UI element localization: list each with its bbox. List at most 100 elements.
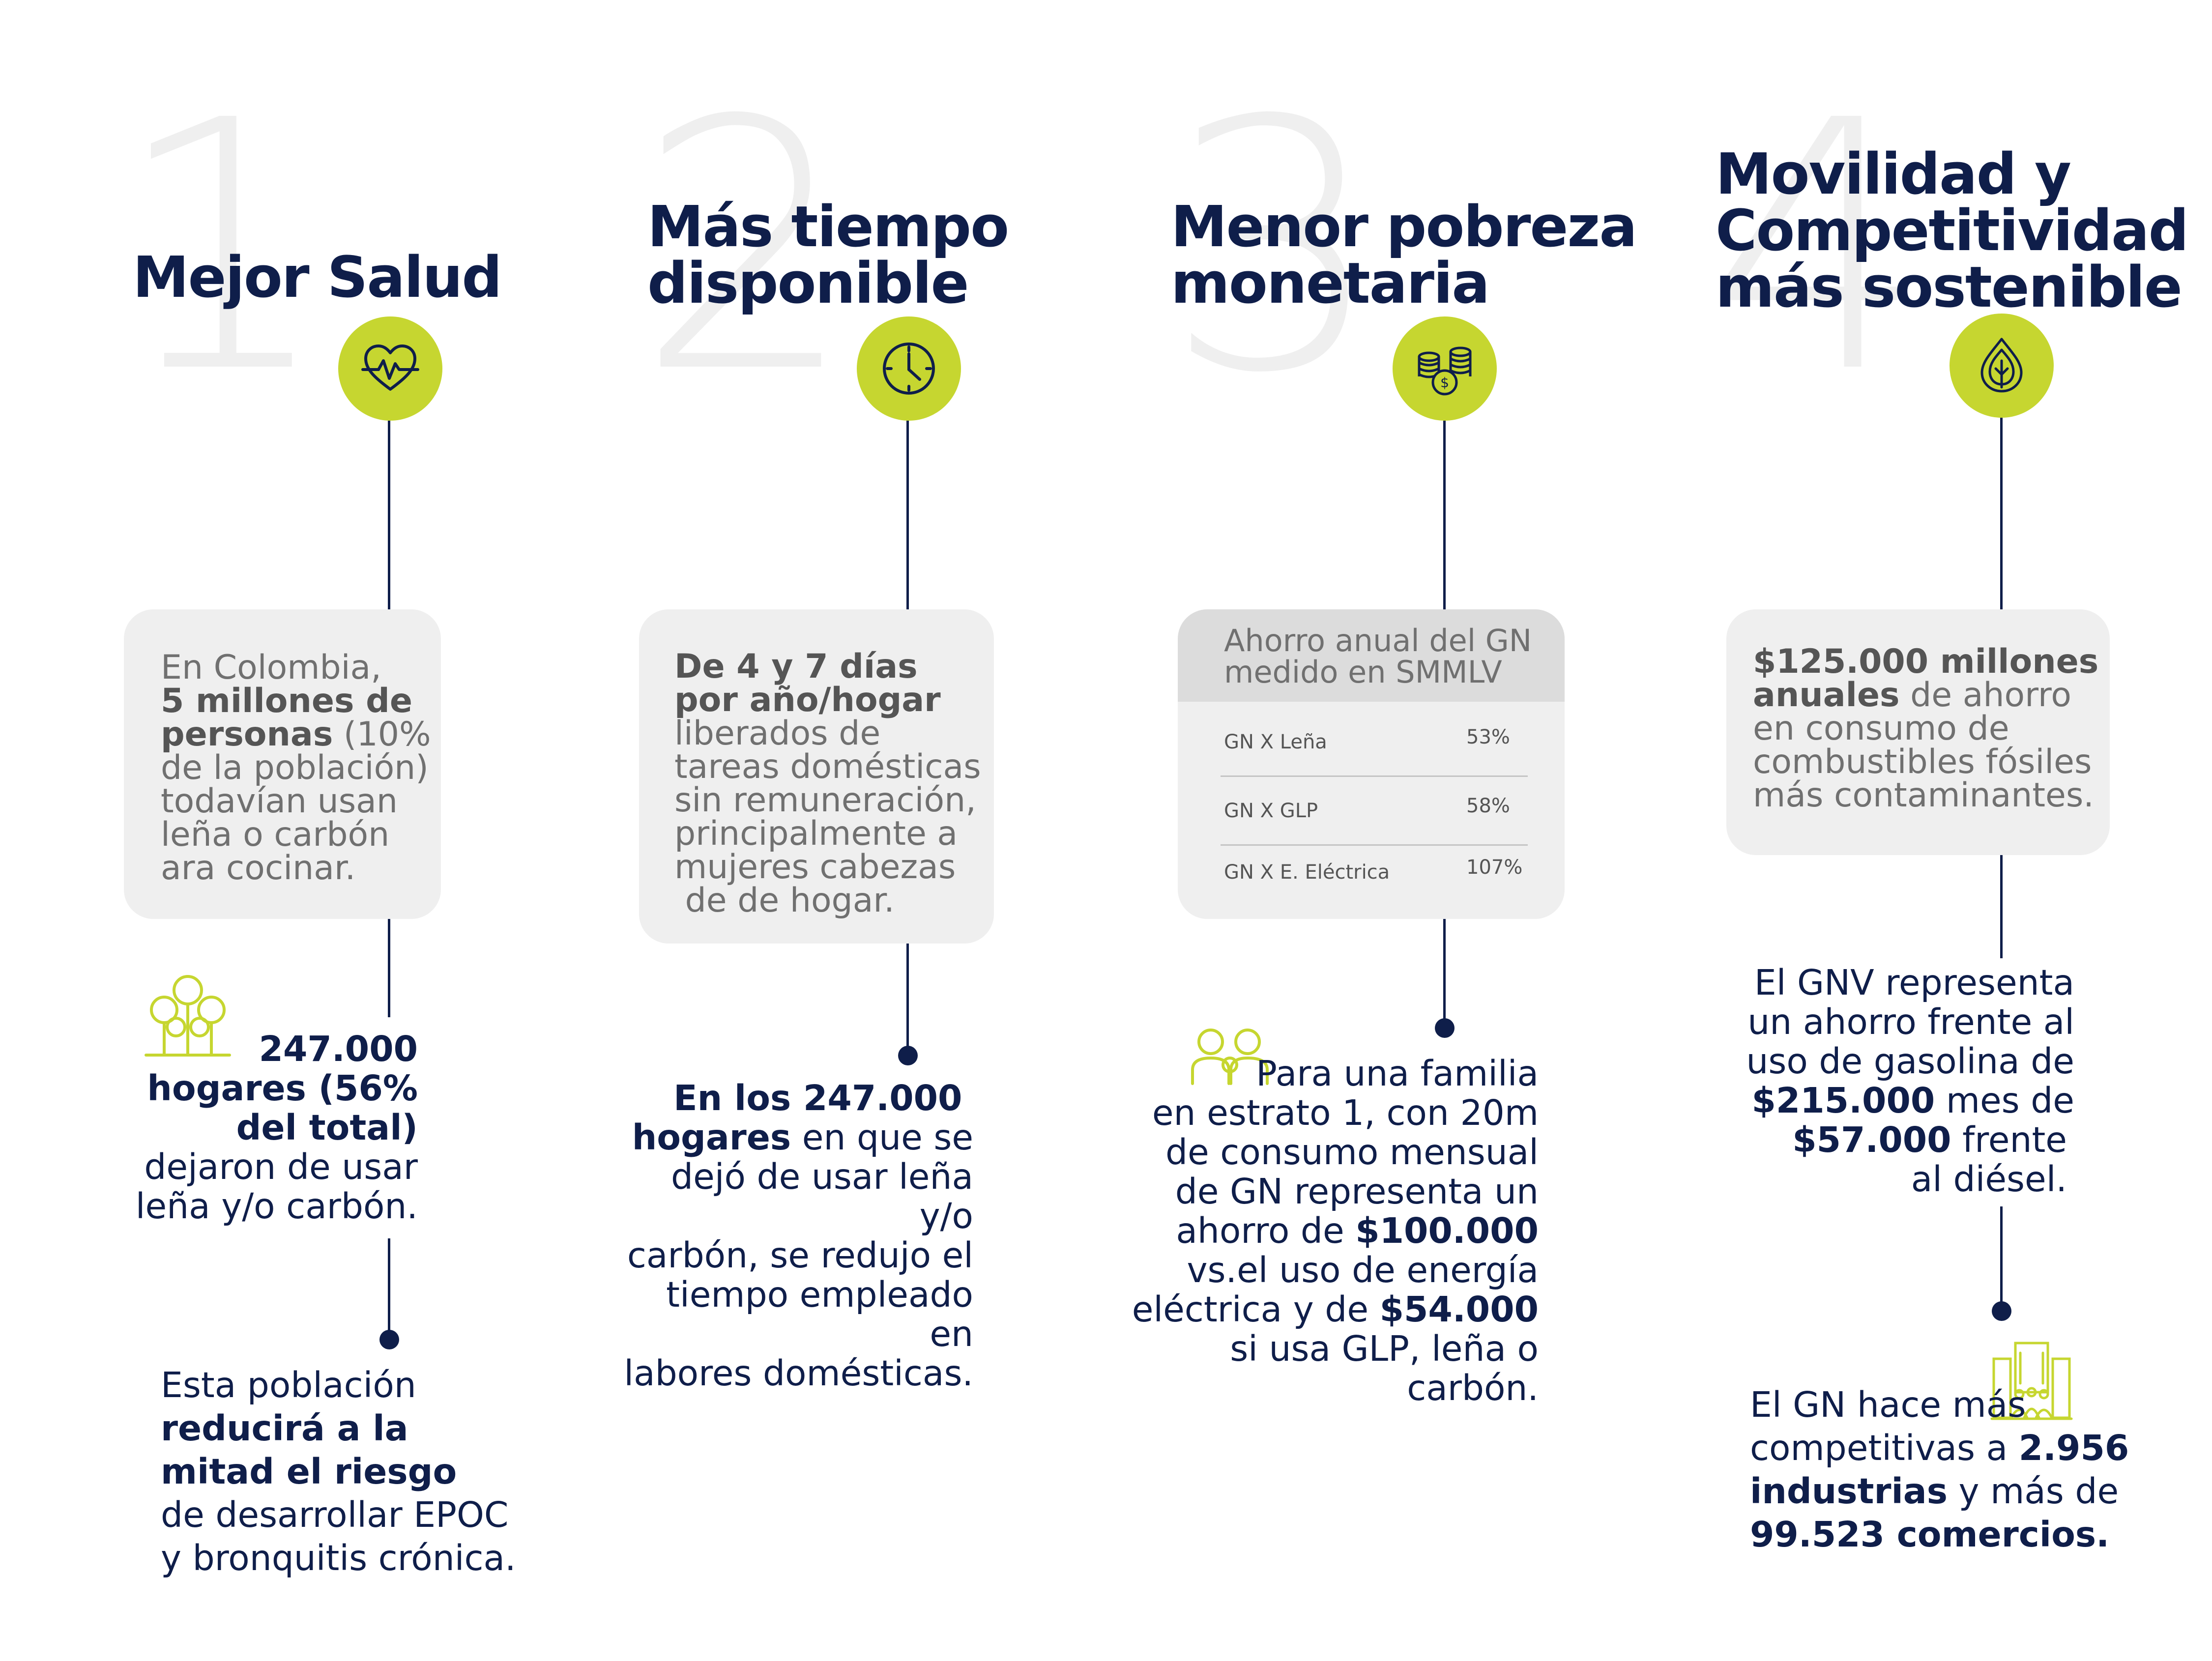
pillar-3-connector [1443,421,1446,612]
pillar-4-icon-circle [1950,314,2054,418]
pillar-4-card-text: $125.000 millones anuales de ahorro en c… [1753,645,2098,812]
table-row-value: 53% [1466,726,1510,748]
pillar-2-connector [906,421,909,612]
card-line: anuales de ahorro [1753,679,2098,712]
table-row-value: 107% [1466,856,1523,879]
note-bold: 2.956 [2018,1428,2129,1468]
stat-bold: $57.000 [1792,1119,1951,1160]
stat-line: del total) [143,1108,418,1147]
card-line: por año/hogar [674,684,981,717]
pillar-2-icon-circle [857,316,961,421]
pillar-4-title-line: Movilidad y [1716,142,2071,207]
note-line: y bronquitis crónica. [161,1538,516,1578]
note-line: competitivas a 2.956 [1750,1427,2129,1470]
stat-line: de GN representa un [1175,1171,1539,1212]
pillar-1-number: 1 [113,48,332,448]
card-line: tareas domésticas [674,747,981,786]
pillar-1-icon-circle [338,316,442,421]
pillar-1-stat: 247.000 hogares (56% del total) [143,1030,418,1147]
note-line: de desarrollar EPOC [161,1494,509,1535]
card-bold: por año/hogar [674,681,941,719]
pillar-1-connector-3 [388,1238,390,1337]
card-line: más contaminantes. [1753,776,2094,815]
stat-line: dejaron de usar [144,1146,418,1187]
card-bold: anuales [1753,676,1900,715]
pillar-1-connector [388,421,390,612]
card-line: $125.000 millones [1753,645,2098,679]
pillar-4-title-line: más sostenible [1716,255,2183,320]
stat-line: uso de gasolina de [1746,1041,2074,1082]
pillar-3-icon-circle: $ [1393,316,1497,421]
table-row-value: 58% [1466,795,1510,817]
note-bold: 99.523 comercios. [1750,1514,2110,1555]
stat-line: En los 247.000 [619,1079,973,1118]
note-line: mitad el riesgo [161,1450,516,1493]
stat-line: dejó de usar leña y/o [671,1156,973,1236]
note-line: 99.523 comercios. [1750,1513,2129,1556]
leaf-drop-icon [1980,338,2023,393]
card-line: principalmente a [674,814,958,853]
note-text: competitivas a [1750,1428,2019,1468]
pillar-3-title: Menor pobreza monetaria [1171,194,1637,316]
pillar-4-card [1726,609,2110,855]
trees-icon [145,975,231,1057]
pillar-2-connector-2 [906,944,909,1057]
card-line: liberados de [674,714,881,753]
card-line: combustibles fósiles [1753,743,2092,781]
note-line: El GN hace más [1750,1384,2026,1425]
table-row-label: GN X GLP [1224,800,1318,822]
pillar-1-card [124,609,441,919]
stat-line: Para una familia [1256,1053,1539,1094]
stat-line: carbón, se redujo el [627,1235,973,1276]
pillar-3-connector-2 [1443,919,1446,1027]
note-line: reducirá a la [161,1407,516,1450]
pillar-2-stat: En los 247.000 hogares en que se dejó de… [619,1079,973,1393]
stat-text: en que se [791,1117,973,1158]
pillar-4-title-line: Competitividad [1716,198,2189,264]
stat-line: leña y/o carbón. [135,1186,418,1227]
note-line: industrias y más de [1750,1470,2129,1513]
card-line: leña o carbón [161,815,390,854]
card-line: de de hogar. [674,881,895,920]
pillar-2-title-line: disponible [647,251,969,316]
stat-line: al diésel. [1911,1159,2067,1200]
stat-text: ahorro de [1176,1210,1356,1251]
heartbeat-icon [361,344,419,391]
pillar-4-connector-3 [2000,1206,2003,1310]
pillar-3-number: 3 [1165,48,1384,448]
pillar-3-stat: Para una familia en estrato 1, con 20m d… [1131,1054,1539,1408]
pillar-2-dot [898,1046,918,1065]
card-bold: $125.000 millones [1753,642,2099,681]
pillar-2-card [639,609,994,944]
stat-line: $57.000 frente [1720,1120,2074,1160]
pillar-1-note: Esta población reducirá a la mitad el ri… [161,1364,516,1580]
card-line: en consumo de [1753,709,2009,748]
pillar-1-dot [379,1330,399,1349]
stat-bold: del total) [236,1107,418,1148]
stat-text: eléctrica y de [1132,1289,1380,1330]
card-text: de ahorro [1899,676,2071,715]
table-title-line: Ahorro anual del GN [1224,623,1532,659]
stat-line: de consumo mensual [1165,1132,1539,1173]
pillar-2-title-line: Más tiempo [647,194,1009,260]
stat-text: frente [1951,1119,2067,1160]
note-bold: reducirá a la [161,1408,408,1449]
pillar-3-title-line: Menor pobreza [1171,194,1637,260]
pillar-1-title: Mejor Salud [133,250,502,306]
stat-bold: 247.000 [259,1029,418,1069]
stat-line: en estrato 1, con 20m [1152,1092,1539,1133]
stat-line: $215.000 mes de [1720,1081,2074,1120]
note-bold: industrias [1750,1471,1948,1512]
table-row-label: GN X Leña [1224,731,1327,753]
pillar-2-number: 2 [637,48,856,448]
note-text: y más de [1947,1471,2119,1512]
coins-icon: $ [1418,346,1472,396]
family-icon [1191,1029,1269,1085]
stat-text: mes de [1935,1080,2074,1121]
stat-bold: $100.000 [1355,1210,1539,1251]
pillar-2-title: Más tiempo disponible [647,194,1009,316]
pillar-4-note: El GN hace más competitivas a 2.956 indu… [1750,1383,2129,1556]
pillar-3-title-line: monetaria [1171,251,1490,316]
stat-line: si usa GLP, leña o carbón. [1230,1328,1539,1408]
card-line: sin remuneración, [674,781,976,820]
